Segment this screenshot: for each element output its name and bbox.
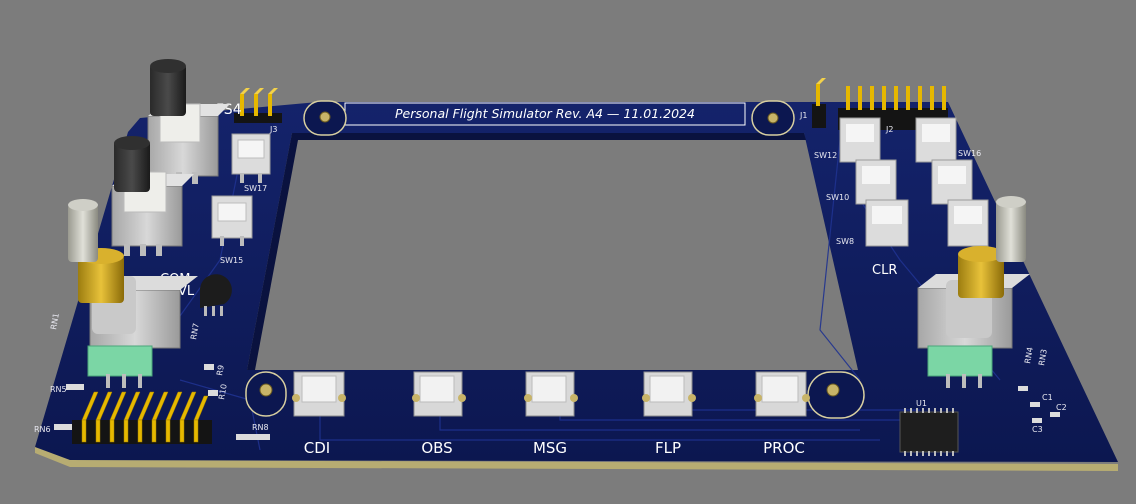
button-obs-label: OBS <box>421 439 452 457</box>
label-u1: U1 <box>916 399 927 408</box>
potentiometer-left[interactable] <box>68 199 198 388</box>
label-sw17: SW17 <box>244 184 267 193</box>
button-cdi[interactable]: CDI <box>292 371 346 457</box>
rotary-encoder-upper[interactable] <box>147 59 230 184</box>
label-rn5: RN5 <box>50 385 67 394</box>
resistor-r10 <box>208 390 218 396</box>
resistor-r9 <box>204 364 214 370</box>
tactile-switch-sw16[interactable]: SW16 <box>915 117 981 163</box>
button-msg-label: MSG <box>533 439 567 457</box>
label-rn1: RN1 <box>49 312 61 330</box>
resistor-net-rn6 <box>54 424 72 430</box>
label-r9: R9 <box>215 364 226 376</box>
pin-header-j3: J3 <box>234 88 282 134</box>
label-j2: J2 <box>885 125 893 134</box>
mounting-hole-bottom-right <box>807 371 865 419</box>
label-c1: C1 <box>1042 393 1053 402</box>
potentiometer-right[interactable] <box>917 196 1030 388</box>
label-r10: R10 <box>217 383 229 400</box>
button-flp[interactable]: FLP <box>642 371 696 457</box>
button-proc[interactable]: PROC <box>754 371 810 457</box>
tactile-switch-right-low[interactable] <box>947 199 989 247</box>
cutout-edge-left <box>247 133 298 370</box>
resistor-net-rn5 <box>66 384 84 390</box>
button-msg[interactable]: MSG <box>524 371 578 457</box>
tactile-switch-sw15[interactable]: SW15 <box>211 195 253 265</box>
label-sw15: SW15 <box>220 256 243 265</box>
button-flp-label: FLP <box>655 439 681 457</box>
mounting-hole-bottom-left <box>245 371 287 417</box>
label-j3: J3 <box>269 125 277 134</box>
tactile-switch-sw12[interactable]: SW12 <box>814 117 881 163</box>
label-sw16: SW16 <box>958 149 981 158</box>
label-rn3: RN3 <box>1037 348 1049 366</box>
mounting-hole-top-right <box>751 100 795 136</box>
tactile-switch-right-mid[interactable] <box>931 159 973 205</box>
button-cdi-label: CDI <box>304 439 330 457</box>
pin-header-j1: J1 <box>799 78 826 128</box>
resistor-net-rn8 <box>236 434 270 440</box>
cutout-edge <box>292 133 806 140</box>
tactile-switch-sw8[interactable]: SW8 <box>836 199 909 247</box>
label-sw10: SW10 <box>826 193 849 202</box>
tactile-switch-sw17[interactable]: SW17 <box>231 133 271 193</box>
mounting-hole-top-left <box>303 100 347 136</box>
label-clr: CLR <box>872 263 897 278</box>
pin-header-left-bottom <box>72 391 212 444</box>
board-edge <box>35 446 1118 471</box>
label-sw12: SW12 <box>814 151 837 160</box>
rotary-encoder-lower[interactable] <box>111 136 194 256</box>
label-rn7: RN7 <box>189 322 201 340</box>
label-c3: C3 <box>1032 425 1043 434</box>
button-obs[interactable]: OBS <box>412 371 466 457</box>
ic-u1: U1 <box>899 399 959 456</box>
button-proc-label: PROC <box>763 439 805 457</box>
transistor-to92 <box>199 274 232 316</box>
capacitors-c1-c3: C1 C2 C3 <box>1018 386 1067 434</box>
label-sw8: SW8 <box>836 237 854 246</box>
label-c2: C2 <box>1056 403 1067 412</box>
board-title: Personal Flight Simulator Rev. A4 — 11.0… <box>395 106 695 121</box>
label-rn8: RN8 <box>252 423 269 432</box>
label-rn4: RN4 <box>1023 346 1035 364</box>
label-j1: J1 <box>799 111 807 120</box>
label-rn6: RN6 <box>34 425 51 434</box>
